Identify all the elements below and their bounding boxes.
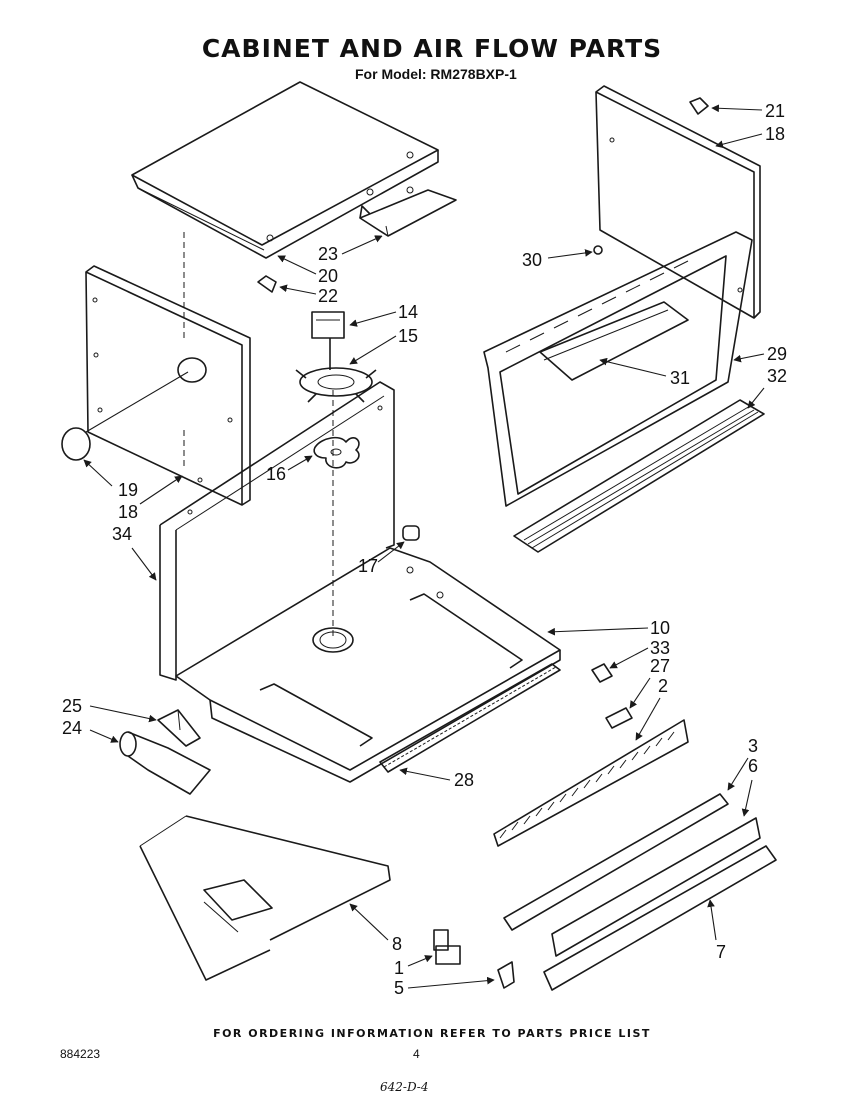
callout-label: 29 — [767, 344, 787, 364]
callout-label: 28 — [454, 770, 474, 790]
left-side-panel — [85, 265, 251, 506]
callout-16: 16 — [266, 455, 313, 484]
spacer-33 — [591, 663, 613, 683]
retainer-5 — [497, 961, 515, 989]
callout-30: 30 — [522, 249, 593, 270]
clip-27 — [605, 707, 633, 729]
ordering-note: FOR ORDERING INFORMATION REFER TO PARTS … — [213, 1027, 651, 1040]
callout-label: 7 — [716, 942, 726, 962]
bottom-tray-8 — [139, 815, 391, 981]
filter-screen-2 — [493, 719, 689, 847]
callout-label: 18 — [765, 124, 785, 144]
callout-label: 18 — [118, 502, 138, 522]
callout-20: 20 — [277, 255, 338, 286]
page-number: 4 — [413, 1047, 420, 1061]
bracket-25 — [157, 709, 201, 747]
callout-label: 25 — [62, 696, 82, 716]
callout-10: 10 — [547, 618, 670, 638]
air-duct-bracket — [359, 189, 457, 237]
callout-label: 23 — [318, 244, 338, 264]
callout-label: 34 — [112, 524, 132, 544]
callout-32: 32 — [747, 366, 787, 409]
callout-label: 1 — [394, 958, 404, 978]
callout-label: 8 — [392, 934, 402, 954]
callout-label: 5 — [394, 978, 404, 998]
page-title: CABINET AND AIR FLOW PARTS — [201, 34, 663, 63]
callout-18b: 18 — [118, 475, 183, 522]
callout-25: 25 — [62, 696, 157, 723]
callout-label: 2 — [658, 676, 668, 696]
callout-34: 34 — [112, 524, 157, 581]
callout-label: 17 — [358, 556, 378, 576]
fan-blade-16 — [313, 390, 360, 640]
callout-5: 5 — [394, 976, 495, 998]
callout-label: 33 — [650, 638, 670, 658]
callout-3: 3 — [727, 736, 758, 791]
callout-27: 27 — [629, 656, 670, 709]
callout-14: 14 — [349, 302, 418, 327]
callout-label: 3 — [748, 736, 758, 756]
callout-21: 21 — [711, 101, 785, 121]
callout-24: 24 — [62, 718, 119, 743]
callout-label: 27 — [650, 656, 670, 676]
callout-7: 7 — [707, 899, 726, 962]
document-number: 884223 — [60, 1047, 101, 1061]
baffle-31 — [539, 301, 689, 381]
callout-2: 2 — [635, 676, 668, 741]
top-cover — [131, 81, 439, 259]
callout-28: 28 — [399, 767, 474, 790]
rear-panel-18 — [595, 85, 761, 319]
motor-assembly — [295, 311, 377, 403]
callout-label: 24 — [62, 718, 82, 738]
model-subtitle: For Model: RM278BXP-1 — [355, 66, 517, 82]
callout-label: 22 — [318, 286, 338, 306]
cabinet-base — [175, 547, 561, 783]
clip-22 — [257, 275, 277, 293]
callout-label: 20 — [318, 266, 338, 286]
callout-label: 21 — [765, 101, 785, 121]
callout-1: 1 — [394, 955, 433, 978]
handwritten-note: 642-D-4 — [380, 1080, 429, 1094]
callout-22: 22 — [279, 284, 338, 306]
callout-label: 6 — [748, 756, 758, 776]
callout-label: 14 — [398, 302, 418, 322]
callout-15: 15 — [349, 326, 418, 365]
grille-32 — [513, 399, 765, 553]
screw-30 — [593, 245, 603, 255]
callout-label: 15 — [398, 326, 418, 346]
callout-label: 16 — [266, 464, 286, 484]
callout-23: 23 — [318, 235, 383, 264]
callout-33: 33 — [609, 638, 670, 669]
cabinet-rear-wall — [159, 381, 395, 681]
switch-1 — [433, 929, 461, 965]
trim-strip-3 — [503, 793, 729, 931]
plug-button-19 — [61, 371, 189, 461]
callout-18a: 18 — [715, 124, 785, 148]
clip-21 — [689, 97, 709, 115]
duct-24 — [119, 731, 211, 795]
callout-31: 31 — [599, 357, 690, 388]
callout-label: 31 — [670, 368, 690, 388]
callout-label: 32 — [767, 366, 787, 386]
callout-17: 17 — [358, 541, 405, 576]
trim-strip-7 — [543, 845, 777, 991]
louver-strip-28 — [379, 663, 561, 773]
callout-19: 19 — [83, 459, 138, 500]
trim-strip-6 — [551, 817, 761, 957]
callout-8: 8 — [349, 903, 402, 954]
callout-29: 29 — [733, 344, 787, 364]
callout-label: 30 — [522, 250, 542, 270]
callout-label: 19 — [118, 480, 138, 500]
front-frame-29 — [483, 231, 753, 507]
foot-17 — [402, 525, 420, 541]
callout-6: 6 — [741, 756, 758, 817]
callout-label: 10 — [650, 618, 670, 638]
